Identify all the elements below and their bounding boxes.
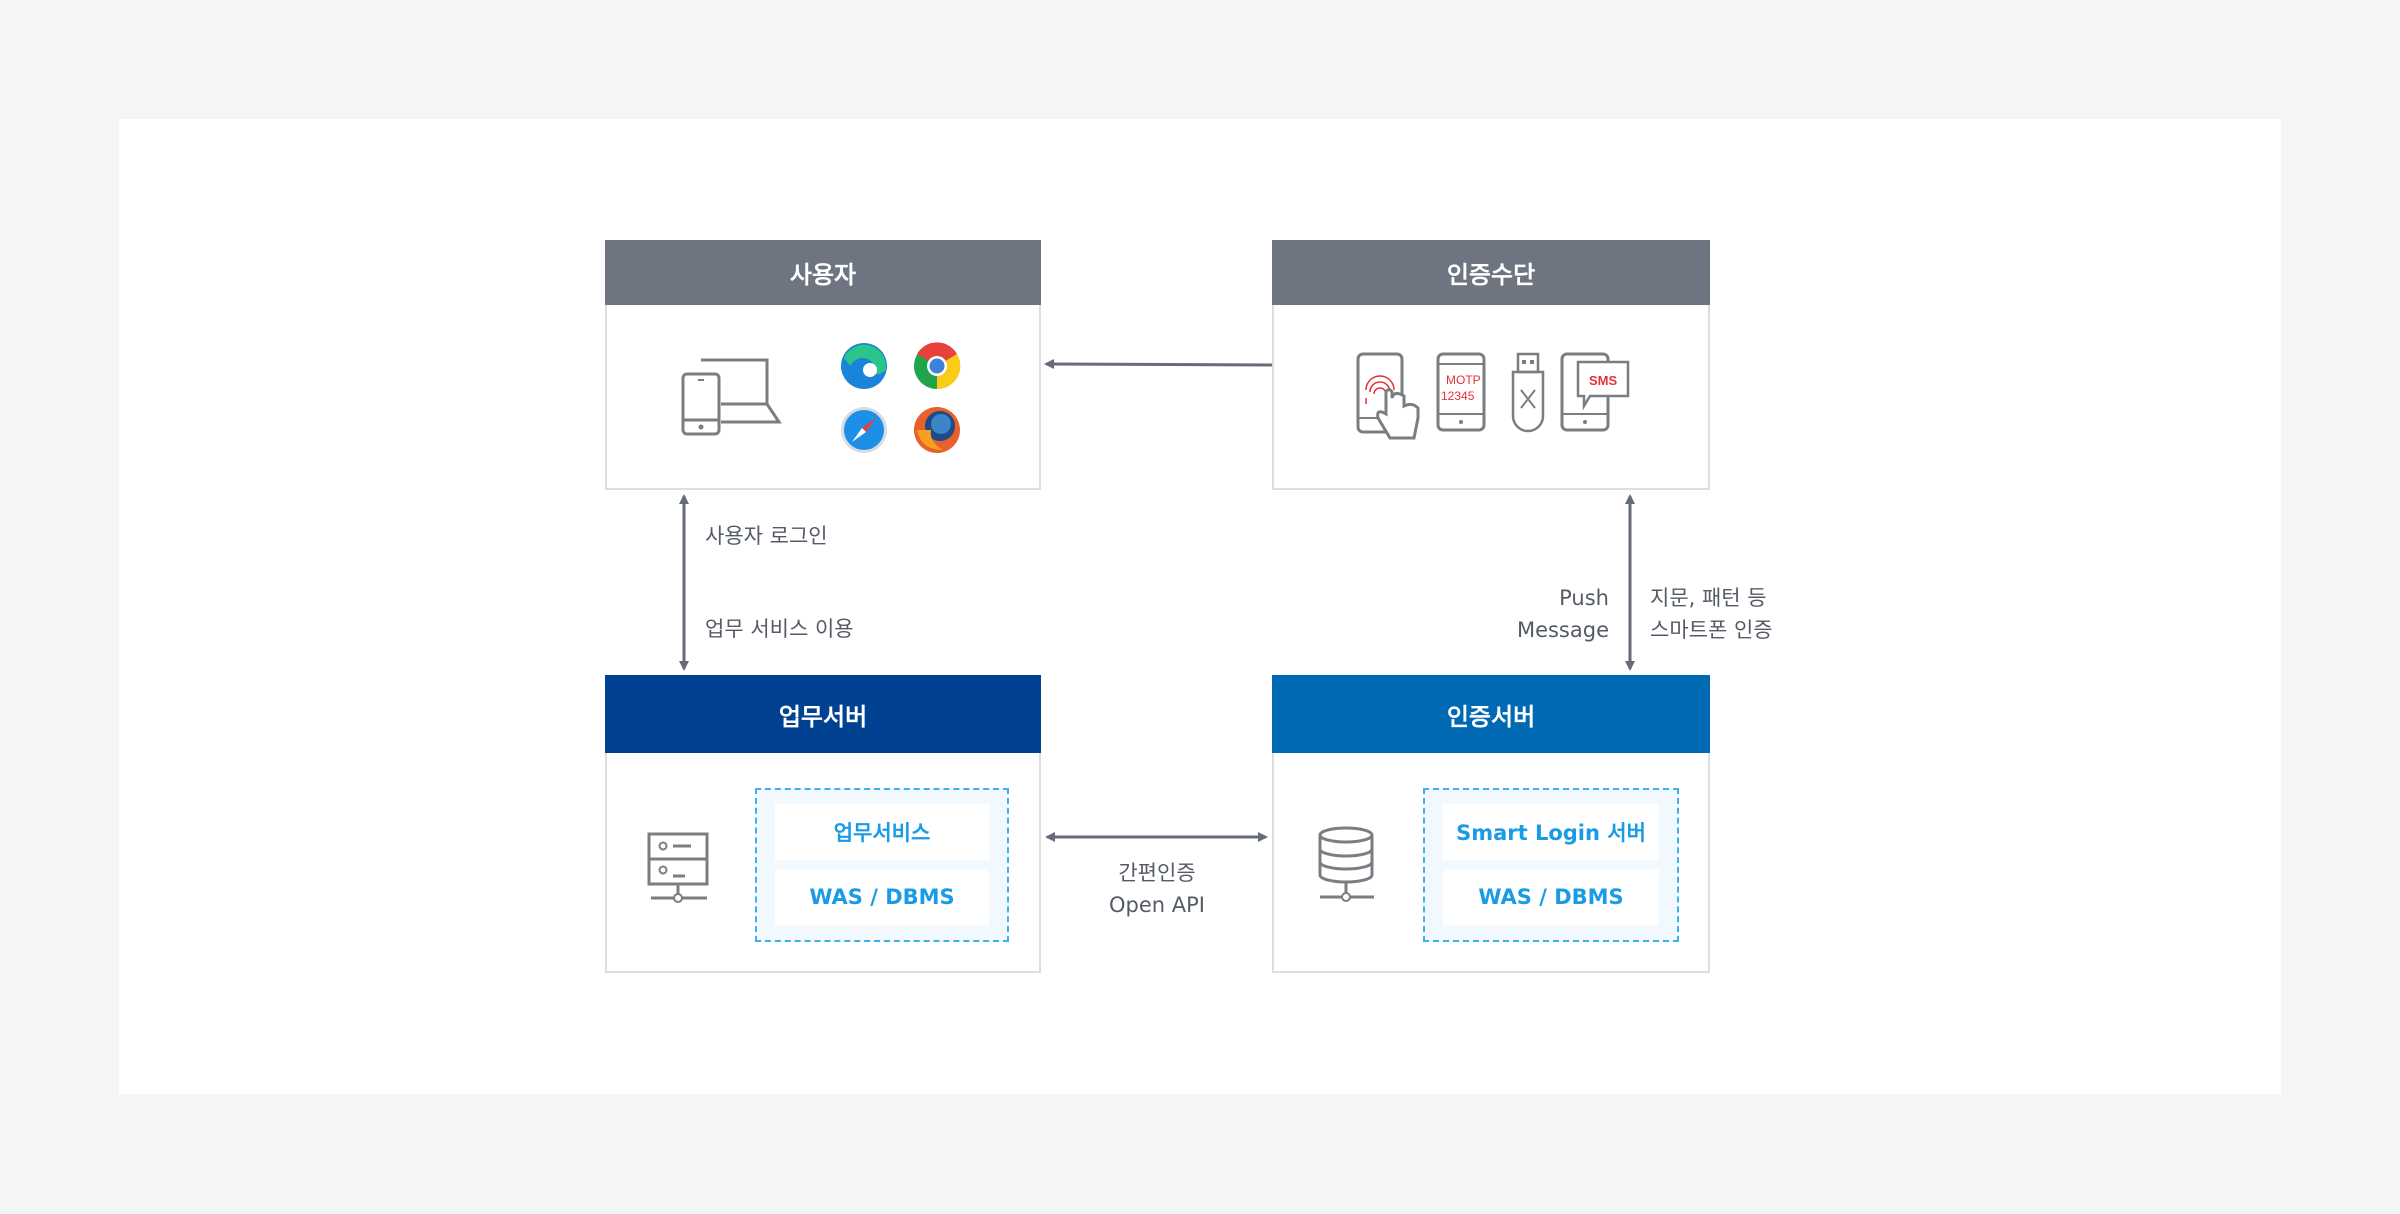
auth-means-node: 인증수단 MOTP 12345 SMS: [1272, 240, 1710, 490]
label-simple-auth: 간편인증: [1118, 861, 1196, 885]
user-header: 사용자: [605, 240, 1041, 305]
label-open-api: 간편인증 Open API: [1057, 857, 1257, 921]
server-icon: [647, 832, 709, 903]
motp-code: 12345: [1441, 389, 1475, 403]
label-smartphone-auth: 지문, 패턴 등 스마트폰 인증: [1650, 582, 1773, 646]
label-push: Push: [1559, 586, 1609, 610]
auth-server-node: 인증서버 Smart Login 서버 WAS / DBMS: [1272, 675, 1710, 973]
user-node: 사용자: [605, 240, 1041, 490]
motp-label: MOTP: [1446, 373, 1481, 387]
label-smartphone-auth-text: 스마트폰 인증: [1650, 618, 1773, 642]
chrome-browser-icon: [914, 342, 961, 390]
auth-means-header: 인증수단: [1272, 240, 1710, 305]
edge-browser-icon: [841, 343, 887, 389]
label-message: Message: [1516, 618, 1609, 642]
safari-browser-icon: [841, 407, 887, 453]
firefox-browser-icon: [914, 407, 960, 453]
auth-was-dbms-item: WAS / DBMS: [1443, 869, 1659, 925]
diagram-panel: [119, 119, 2281, 1094]
label-open-api-text: Open API: [1109, 893, 1205, 917]
database-icon: [1318, 826, 1374, 902]
biz-server-header: 업무서버: [605, 675, 1041, 753]
smart-login-server-item: Smart Login 서버: [1443, 804, 1659, 860]
biz-was-dbms-item: WAS / DBMS: [775, 869, 989, 925]
usb-token-icon: [1511, 352, 1545, 433]
biz-service-group: 업무서비스 WAS / DBMS: [755, 788, 1009, 942]
auth-server-header: 인증서버: [1272, 675, 1710, 753]
auth-service-group: Smart Login 서버 WAS / DBMS: [1423, 788, 1679, 942]
label-push-message: Push Message: [1517, 582, 1609, 646]
biz-server-node: 업무서버 업무서비스 WAS / DBMS: [605, 675, 1041, 973]
sms-phone-icon: SMS: [1560, 352, 1630, 432]
sms-label: SMS: [1589, 373, 1618, 388]
motp-phone-icon: MOTP 12345: [1436, 352, 1486, 432]
label-biz-service-use: 업무 서비스 이용: [705, 617, 854, 641]
label-user-login: 사용자 로그인: [705, 524, 828, 548]
fingerprint-phone-icon: [1356, 352, 1420, 440]
devices-icon: [681, 358, 782, 436]
biz-service-item: 업무서비스: [775, 804, 989, 860]
label-fingerprint-pattern: 지문, 패턴 등: [1650, 586, 1767, 610]
arrow-auth-to-user: [1044, 359, 1273, 370]
